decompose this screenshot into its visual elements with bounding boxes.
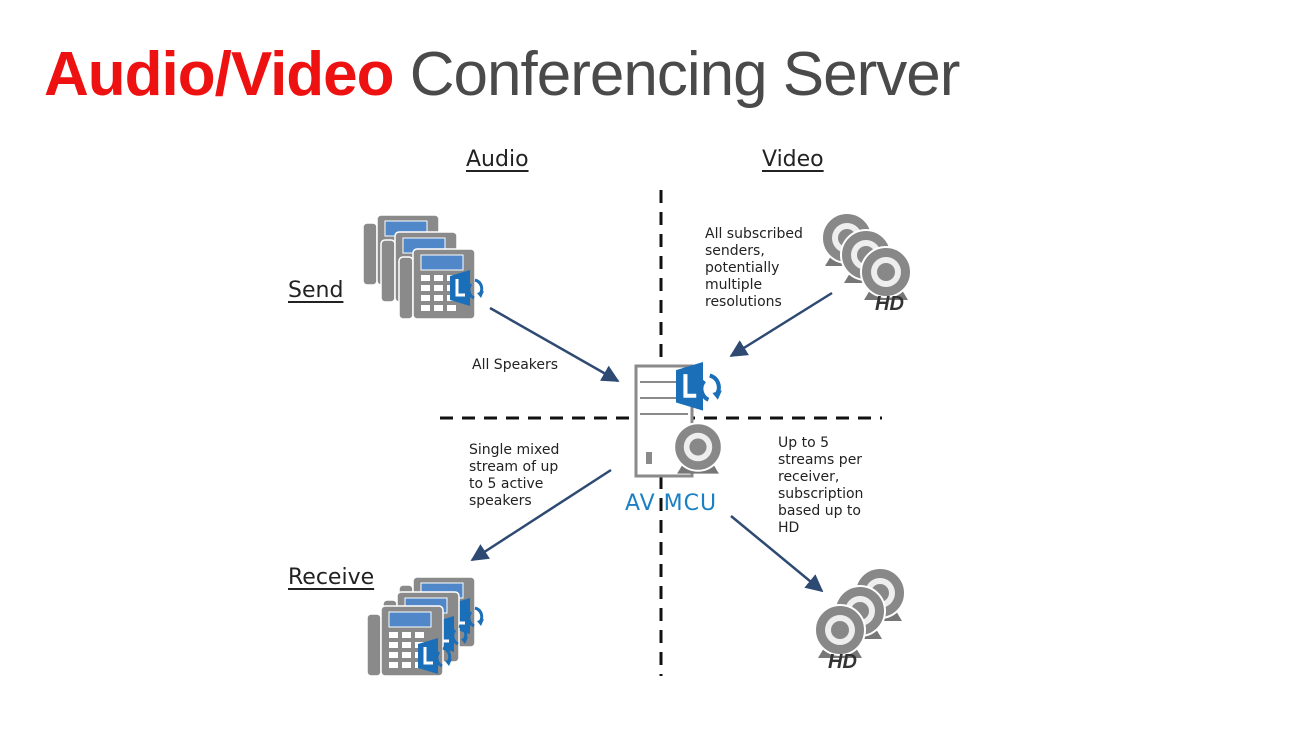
arrow-video-send [729, 291, 833, 358]
row-label-send: Send [288, 278, 344, 303]
row-label-receive: Receive [288, 565, 375, 590]
hd-badge-receive: HD [828, 651, 857, 673]
note-all-speakers: All Speakers [472, 357, 559, 373]
lync-logo-icon [676, 362, 722, 411]
arrow-video-receive [730, 515, 824, 593]
note-video-receive: Up to 5 streams per receiver, subscripti… [778, 435, 864, 536]
title-accent: Audio/Video [44, 40, 395, 109]
av-mcu-label: AV MCU [625, 491, 717, 516]
server-led [646, 452, 652, 464]
row-label-send-wrap: Send [288, 278, 344, 303]
note-video-send: All subscribed senders, potentially mult… [705, 226, 803, 310]
column-header-video: Video [762, 147, 824, 172]
page-title: Audio/Video Conferencing Server [44, 40, 961, 110]
av-mcu-server [634, 362, 722, 478]
video-receive-webcams [814, 567, 906, 659]
column-header-audio: Audio [466, 147, 529, 172]
hd-badge-send: HD [875, 293, 904, 315]
lync-logo-icon [448, 268, 486, 308]
column-header-video-wrap: Video [762, 147, 824, 172]
column-header-audio-wrap: Audio [466, 147, 529, 172]
title-rest: Conferencing Server [409, 40, 961, 109]
arrow-audio-send [489, 306, 620, 383]
video-send-webcams [821, 212, 912, 301]
note-audio-receive: Single mixed stream of up to 5 active sp… [469, 442, 560, 509]
arrow-audio-receive [470, 468, 612, 562]
row-label-receive-wrap: Receive [288, 565, 375, 590]
